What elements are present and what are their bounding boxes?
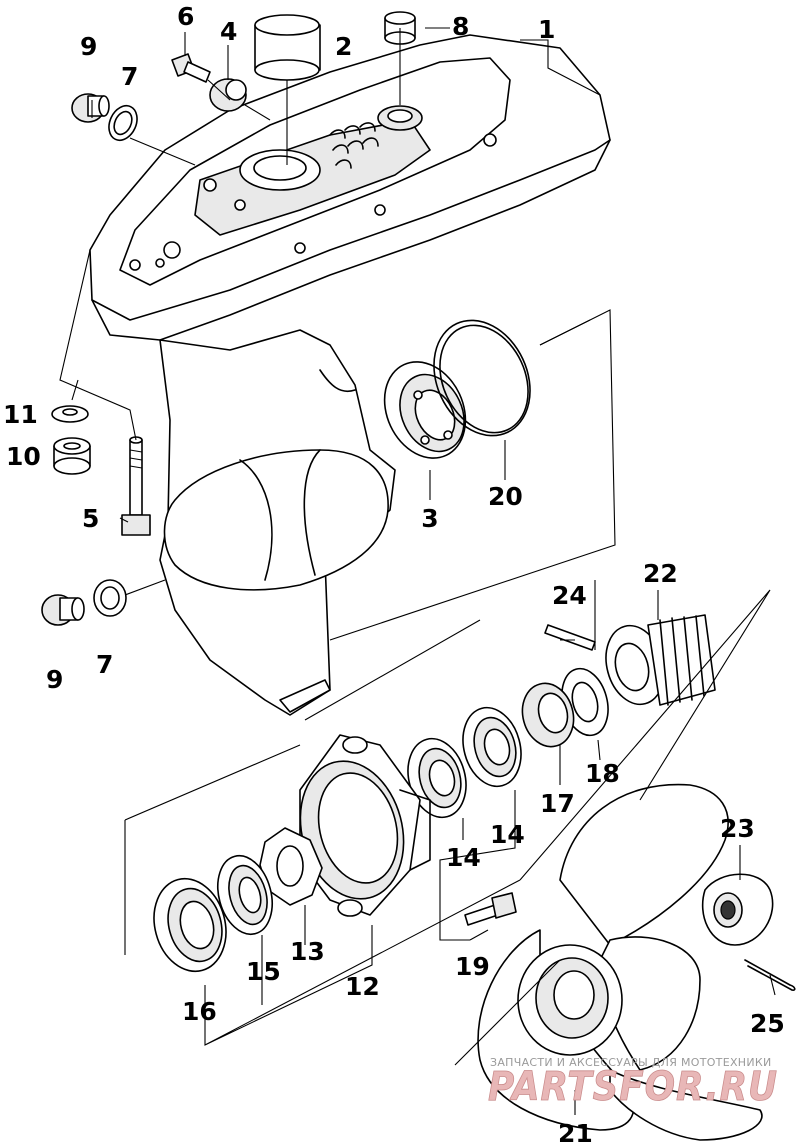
label-12: 12	[345, 972, 380, 1001]
bearing-15	[217, 854, 273, 936]
label-2: 2	[335, 32, 352, 61]
gasket-top	[108, 104, 138, 142]
label-8: 8	[452, 12, 469, 41]
watermark-logo: PARTSFOR.RU	[488, 1064, 778, 1110]
drain-plug-bottom	[41, 594, 85, 626]
label-16: 16	[182, 997, 217, 1026]
bearing-14a	[462, 706, 522, 788]
label-3: 3	[421, 504, 438, 533]
cotter-pin	[744, 959, 796, 991]
stud-bolt	[121, 436, 151, 536]
label-9-top: 9	[80, 32, 97, 61]
spacer	[521, 682, 575, 748]
drain-plug-top	[71, 93, 110, 123]
label-14-lower: 14	[446, 843, 481, 872]
leader-lines	[59, 27, 776, 1115]
bearing-carrier	[299, 734, 431, 917]
thrust-hub	[605, 614, 716, 706]
label-7-bottom: 7	[96, 650, 113, 679]
label-5: 5	[82, 504, 99, 533]
propeller-nut	[701, 873, 774, 946]
nut	[53, 437, 91, 475]
label-18: 18	[585, 759, 620, 788]
watermark: ЗАПЧАСТИ И АКСЕССУАРЫ ДЛЯ МОТОТЕХНИКИ PA…	[488, 1056, 778, 1110]
label-11: 11	[3, 400, 38, 429]
label-14-upper: 14	[490, 820, 525, 849]
label-1: 1	[538, 15, 555, 44]
watermark-caption: ЗАПЧАСТИ И АКСЕССУАРЫ ДЛЯ МОТОТЕХНИКИ	[490, 1056, 772, 1069]
label-6: 6	[177, 2, 194, 31]
sleeve	[254, 14, 321, 81]
label-23: 23	[720, 814, 755, 843]
label-19: 19	[455, 952, 490, 981]
label-13: 13	[290, 937, 325, 966]
label-10: 10	[6, 442, 41, 471]
gearcase-housing	[89, 34, 611, 716]
label-15: 15	[246, 957, 281, 986]
gasket-bottom	[93, 579, 127, 617]
label-22: 22	[643, 559, 678, 588]
label-21: 21	[558, 1119, 593, 1148]
label-20: 20	[488, 482, 523, 511]
o-ring-20	[433, 319, 531, 437]
bearing-3	[383, 361, 467, 459]
pin	[544, 624, 596, 651]
label-24: 24	[552, 581, 587, 610]
washer	[51, 405, 89, 423]
propeller	[477, 783, 763, 1141]
bushing-top	[209, 78, 247, 112]
carrier-bolt	[464, 892, 517, 926]
screw-top	[171, 53, 211, 83]
label-4: 4	[220, 17, 237, 46]
label-17: 17	[540, 789, 575, 818]
label-9-bottom: 9	[46, 665, 63, 694]
bearing-16	[153, 877, 227, 973]
label-7-top: 7	[121, 62, 138, 91]
part-number-labels: 1 2 3 4 5 6 7 7 8 9 9 10 11 12 13 14 14 …	[3, 2, 785, 1148]
label-25: 25	[750, 1009, 785, 1038]
